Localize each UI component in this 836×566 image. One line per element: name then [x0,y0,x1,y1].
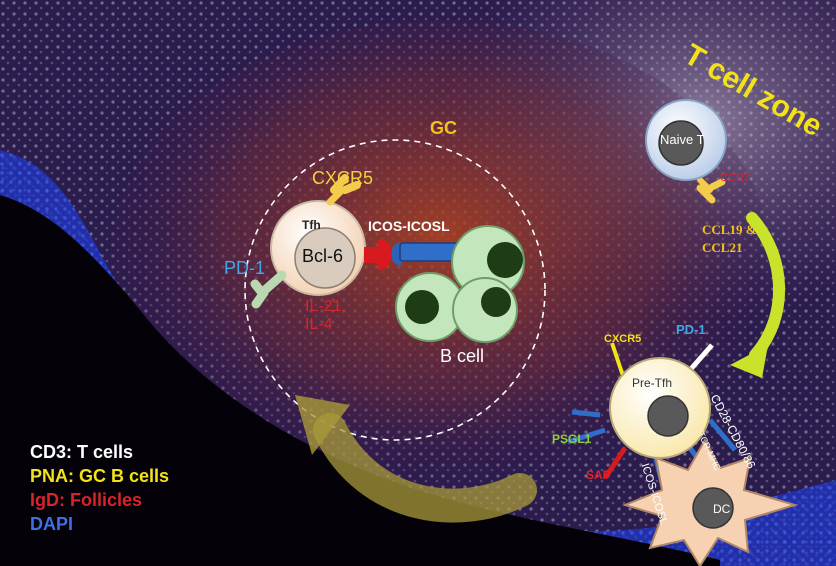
tfh-cxcr5-stalk [326,186,346,206]
pre-tfh-label: Pre-Tfh [632,376,673,390]
pretfh-receptor-line-a [571,409,601,418]
ccr7-receptor [696,178,726,204]
bcl6-label: Bcl-6 [302,246,344,266]
icos-stalk [364,247,380,263]
cytokine-il21-label: IL-21, [305,298,346,315]
ccl19-label: CCL19 & [702,222,757,237]
ccr7-label: CCR7 [720,172,750,184]
naive-t-nucleus [658,120,704,166]
icosl-stalk [399,242,461,262]
legend-cd3: CD3: T cells [30,442,134,462]
chemotaxis-arrow-body [746,212,786,361]
pre-tfh-nucleus [647,395,689,437]
background-void [0,195,720,566]
legend-igd: IgD: Follicles [30,490,143,510]
gc-label: GC [430,118,457,138]
icos-icosl-gc-label: ICOS-ICOSL [368,218,450,234]
pretfh-sap-line [602,446,628,480]
dc-nucleus [692,487,734,529]
gc-boundary [244,139,546,441]
naive-t-label: Naive T [660,132,705,147]
tfh-pd1-receptor [250,279,269,309]
ccr7-stalk [697,177,713,193]
migration-arrow-body [313,413,537,523]
legend: CD3: T cells PNA: GC B cells IgD: Follic… [30,440,169,536]
pretfh-cxcr5-label: CXCR5 [604,333,642,345]
migration-arrowhead [295,395,350,455]
b-cell-label: B cell [440,346,485,366]
pd1-gc-label: PD-1 [224,258,266,278]
tfh-pd1-stalk [260,270,287,295]
icos-receptor [378,239,392,270]
ccl21-label: CCL21 [702,240,743,255]
b-cell-3-nucleus [481,287,511,317]
pretfh-psgl1-line [567,427,606,445]
cytokine-il4-label: IL-4 [305,316,333,333]
tfh-nucleus [294,227,356,289]
pretfh-psgl1-label: PSGL1 [552,432,592,446]
pretfh-pd1-label: PD-1 [676,322,706,337]
dc-label: DC [713,502,731,516]
cxcr5-gc-label: CXCR5 [312,168,374,188]
b-cell-2-nucleus [405,290,439,324]
pretfh-cd28-line [708,418,737,452]
pretfh-sap-label: SAP [586,468,611,482]
legend-pna: PNA: GC B cells [30,466,170,486]
tfh-label: Tfh [302,218,321,232]
b-cell-1-nucleus [487,242,523,278]
legend-dapi: DAPI [30,514,74,534]
tfh-cxcr5-receptor [330,174,361,194]
chemotaxis-arrowhead [730,345,768,378]
pretfh-pd1-line [688,343,714,372]
